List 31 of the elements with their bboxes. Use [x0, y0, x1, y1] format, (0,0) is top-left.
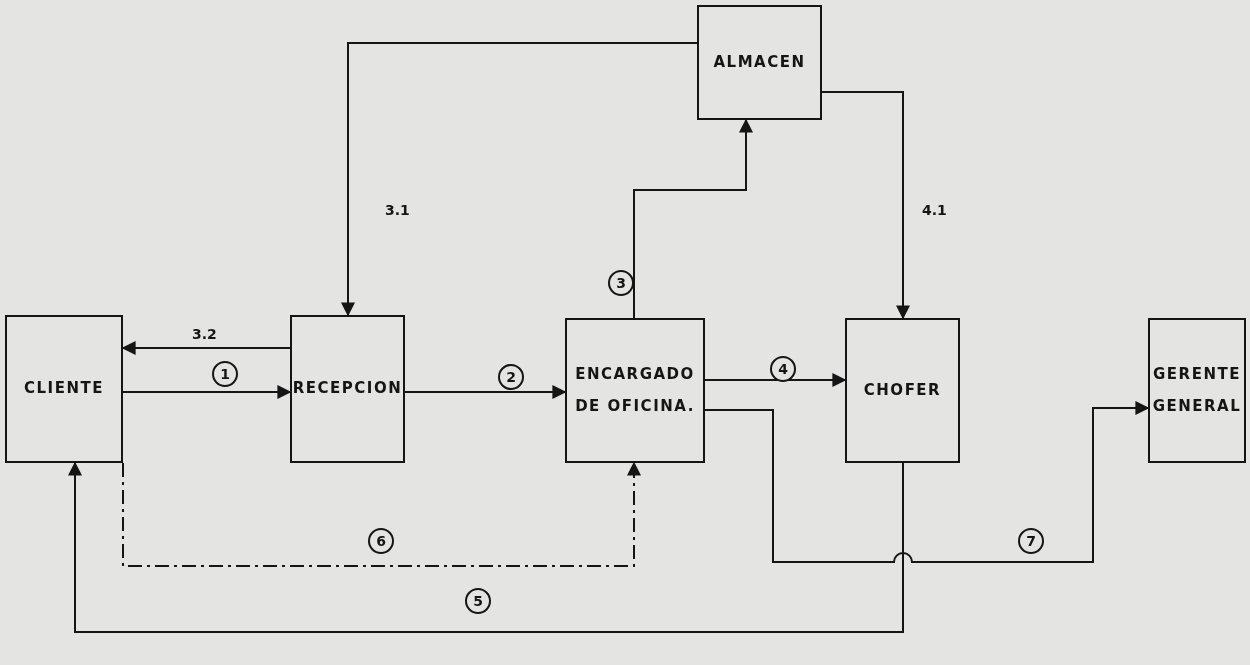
step-number-circle: 2 [498, 364, 524, 390]
process-box [565, 318, 705, 463]
process-box [845, 318, 960, 463]
edge-label: 3.1 [385, 202, 410, 218]
step-number-circle: 7 [1018, 528, 1044, 554]
step-number-circle: 3 [608, 270, 634, 296]
edge-label: 4.1 [922, 202, 947, 218]
arrow [704, 373, 847, 387]
process-box [290, 315, 405, 463]
arrow [404, 385, 567, 399]
arrow [341, 42, 698, 317]
arrow [704, 401, 1150, 563]
box-label: GERENTE GENERAL [1151, 364, 1243, 417]
arrow [633, 118, 753, 319]
box-label: CLIENTE [24, 378, 104, 400]
edge-label: 3.2 [192, 326, 217, 342]
arrow [821, 91, 910, 320]
box-label: ALMACEN [713, 51, 806, 73]
arrow [68, 461, 904, 633]
step-number-circle: 6 [368, 528, 394, 554]
step-number-circle: 1 [212, 361, 238, 387]
process-box [697, 5, 822, 120]
arrow [122, 461, 641, 567]
process-box [1148, 318, 1246, 463]
box-label: ENCARGADO DE OFICINA. [574, 364, 696, 417]
box-label: RECEPCION [292, 378, 403, 400]
step-number-circle: 5 [465, 588, 491, 614]
process-box [5, 315, 123, 463]
step-number-circle: 4 [770, 356, 796, 382]
arrow [122, 385, 292, 399]
box-label: CHOFER [863, 379, 942, 401]
